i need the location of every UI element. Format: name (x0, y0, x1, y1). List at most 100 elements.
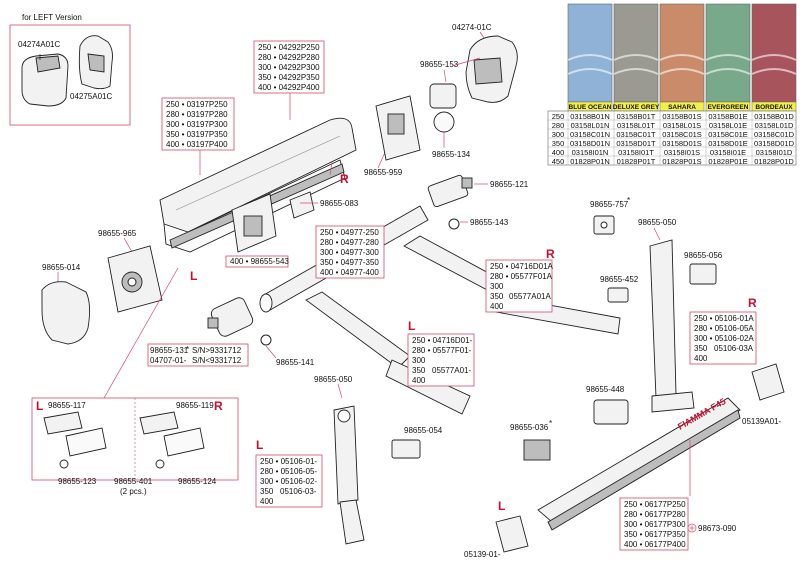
table-cell: 03158L01N (571, 121, 610, 130)
swatch-1 (613, 3, 659, 103)
roller-code-3: 350 • 04977-350 (320, 258, 379, 267)
table-cell: 03158L01T (617, 121, 655, 130)
swatch-4 (751, 3, 797, 103)
table-cell: 03158L01E (709, 121, 747, 130)
part-757: 98655-757 (590, 200, 629, 209)
part-141: 98655-141 (276, 358, 315, 367)
table-cell: 01828P01N (570, 157, 610, 166)
part-134: 98655-134 (432, 150, 471, 159)
arm-left-code-4: 400 (412, 376, 426, 385)
clip-054-shape (391, 439, 421, 459)
leg-right-code-1: 280 • 05106-05A (694, 324, 754, 333)
arm-left-code-0: 250 • 04716D01- (412, 336, 473, 345)
cover-014-shape (41, 281, 91, 345)
part-bar-plus: 98673-090 (698, 524, 737, 533)
arm-right-codes-box (485, 259, 553, 313)
table-cell: 03158D01S (662, 139, 702, 148)
marker-l-detail: L (36, 399, 43, 413)
roller-code-1: 280 • 04977-280 (320, 238, 379, 247)
bar-code-3: 350 • 06177P350 (624, 530, 686, 539)
table-cell: 03158C01N (570, 130, 610, 139)
arm-right-code-4: 400 (490, 302, 504, 311)
table-cell: 03158B01N (570, 112, 610, 121)
header-1: DELUXE GREY (613, 104, 660, 111)
front-code-0: 250 • 04292P250 (258, 43, 320, 52)
bar-codes-box (619, 497, 689, 551)
p543-box (225, 255, 289, 268)
cap-right-code: 04275A01C (70, 92, 112, 101)
bar-code-4: 400 • 06177P400 (624, 540, 686, 549)
part-054: 98655-054 (404, 426, 443, 435)
table-cell: 03158I01T (618, 148, 654, 157)
marker-r-detail: R (214, 399, 223, 413)
part-959: 98655-959 (364, 168, 403, 177)
hook-05139-shape (495, 515, 529, 553)
part-452: 98655-452 (600, 275, 639, 284)
arm-left-code-1: 280 • 05577F01- (412, 346, 472, 355)
part-117: 98655-117 (48, 401, 86, 410)
part-050-right: 98655-050 (638, 218, 677, 227)
bar-code-1: 280 • 06177P280 (624, 510, 686, 519)
table-cell: 01828P01S (662, 157, 701, 166)
part-131: 98655-131 (150, 346, 189, 355)
part-543: 400 • 98655-543 (230, 257, 289, 266)
leg-right-code-2: 300 • 05106-02A (694, 334, 754, 343)
bar-code-0: 250 • 06177P250 (624, 500, 686, 509)
asterisk-131: * (186, 345, 189, 354)
table-cell: 03158I01N (572, 148, 609, 157)
left-version-label: for LEFT Version (22, 13, 82, 22)
arm-right-code-3: 350 (490, 292, 504, 301)
marker-l-arm: L (408, 319, 415, 333)
end-bracket-965-shape (107, 245, 163, 313)
clip-056-shape (689, 263, 717, 285)
leg-right-group: 05106-03A (714, 344, 754, 353)
arm-right-code-1: 280 • 05577F01A (490, 272, 553, 281)
table-cell: 03158D01D (754, 139, 795, 148)
part-04707-sn: S/N<9331712 (192, 356, 242, 365)
hinge-left-shape (43, 411, 107, 469)
support-bracket-shape (231, 191, 315, 253)
clip-448-shape (593, 399, 629, 425)
part-119: 98655-119 (176, 401, 214, 410)
marker-r-arm: R (546, 247, 555, 261)
front-code-3: 350 • 04292P350 (258, 73, 320, 82)
gear-153-shape (429, 83, 457, 133)
arm-right-code-0: 250 • 04716D01A (490, 262, 554, 271)
roller-head-121-shape (427, 174, 473, 208)
case-code-3: 350 • 03197P350 (166, 130, 228, 139)
leg-right-code-0: 250 • 05106-01A (694, 314, 754, 323)
header-0: BLUE OCEAN (569, 104, 612, 111)
arm-right-code-2: 300 (490, 282, 504, 291)
table-cell: 03158I01S (664, 148, 700, 157)
end-cap-code: 04274-01C (452, 23, 492, 32)
part-143: 98655-143 (470, 218, 509, 227)
part-014: 98655-014 (42, 263, 81, 272)
part-05139a: 05139A01- (742, 417, 781, 426)
swatch-2 (659, 3, 705, 103)
bar-code-2: 300 • 06177P300 (624, 520, 686, 529)
table-size-450: 450 (552, 157, 565, 166)
leg-left-codes-box (255, 454, 323, 508)
swatch-0 (567, 3, 613, 103)
table-cell: 03158C01S (662, 130, 702, 139)
arm-left-code-3: 350 (412, 366, 426, 375)
arm-right-group: 05577A01A (509, 292, 551, 301)
fabric-color-table: BLUE OCEAN DELUXE GREY SAHARA EVERGREEN … (547, 3, 797, 166)
asterisk-036: * (549, 419, 552, 428)
table-cell: 03158D01T (616, 139, 656, 148)
table-cell: 03158D01N (570, 139, 610, 148)
swatch-3 (705, 3, 751, 103)
leg-left-code-0: 250 • 05106-01- (260, 457, 317, 466)
clip-452-shape (607, 287, 629, 303)
cap-right-shape (78, 35, 113, 90)
header-2: SAHARA (668, 104, 696, 111)
part-965: 98655-965 (98, 229, 137, 238)
front-code-2: 300 • 04292P300 (258, 63, 320, 72)
hook-05139a-shape (751, 363, 785, 401)
marker-l-case: L (190, 269, 197, 283)
front-code-4: 400 • 04292P400 (258, 83, 320, 92)
roller-end-131-shape (207, 297, 254, 337)
part-131-sn: S/N>9331712 (192, 346, 242, 355)
hinge-right-shape (139, 411, 205, 469)
